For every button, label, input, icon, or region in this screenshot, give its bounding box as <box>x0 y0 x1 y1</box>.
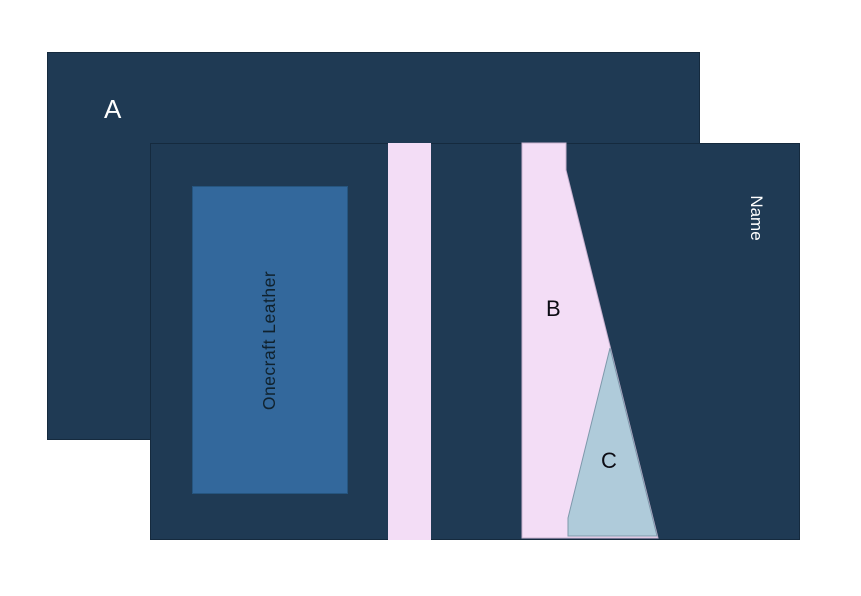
name-label: Name <box>747 195 766 241</box>
pink-stripe <box>388 143 431 540</box>
shape-b-label: B <box>546 296 561 321</box>
blue-box: Onecraft Leather <box>192 186 348 494</box>
shape-c-label: C <box>601 448 617 473</box>
back-panel-label: A <box>104 94 122 124</box>
shape-c-polygon <box>567 347 658 537</box>
